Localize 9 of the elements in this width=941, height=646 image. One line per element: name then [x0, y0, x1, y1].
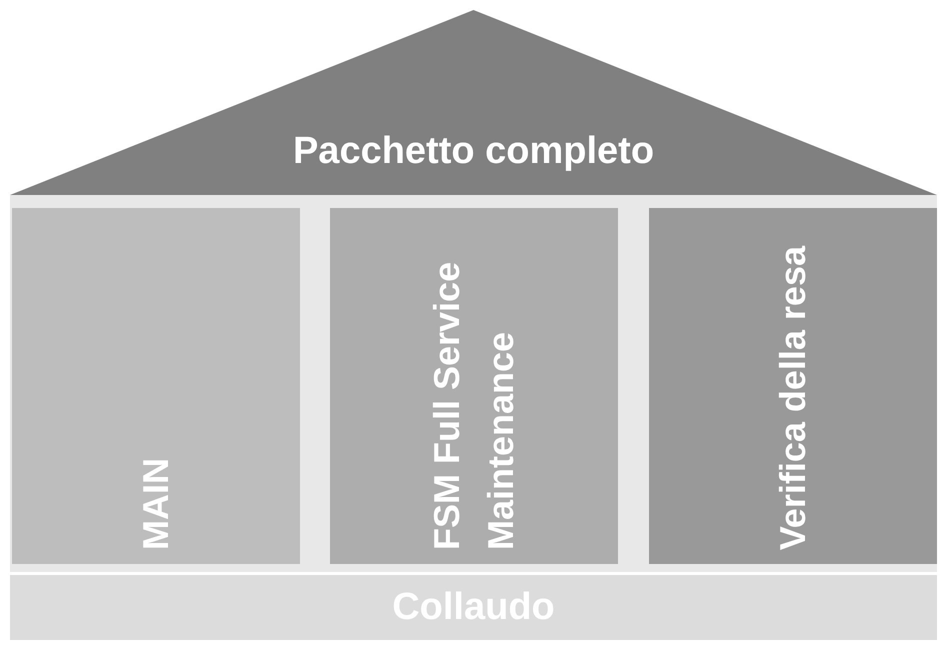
pillar-label: MAIN	[134, 458, 177, 550]
pillar-label: Verifica della resa	[771, 246, 814, 550]
foundation-band	[10, 575, 937, 640]
pillar-panel	[649, 208, 937, 564]
pillar-panel	[12, 208, 300, 564]
pillar-label: FSM Full Service Maintenance	[425, 260, 522, 550]
roof-shape	[10, 10, 937, 195]
pillar-panel	[330, 208, 618, 564]
roof-title: Pacchetto completo	[292, 130, 654, 173]
